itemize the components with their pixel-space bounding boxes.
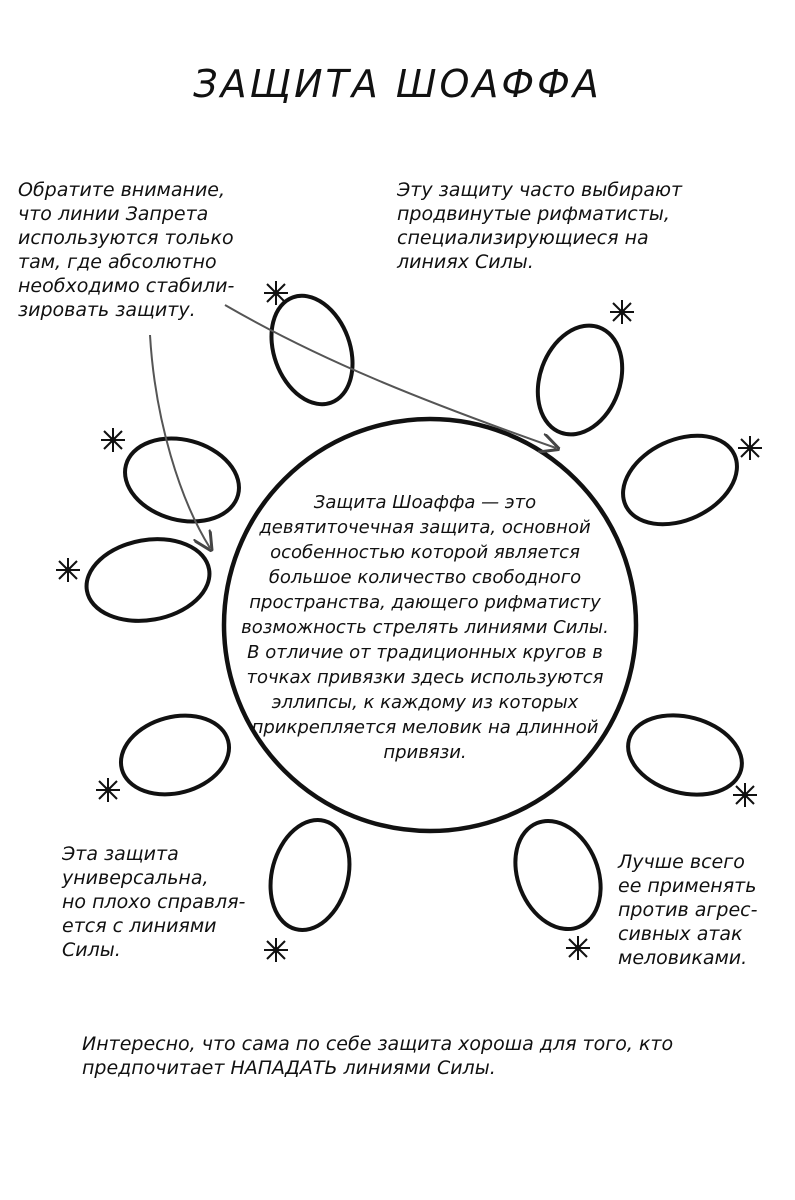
note-line: против агрес- [618,899,758,921]
note-line: Защита Шоаффа — это [313,492,537,513]
note-line: меловиками. [618,947,748,969]
note-line: там, где абсолютно [18,251,217,273]
ellipse-binding-point [123,436,241,524]
star-burst-icon [100,427,126,453]
note-line: ется с линиями [62,915,217,937]
star-burst-icon [565,935,591,961]
ellipse-binding-point [269,293,355,407]
ellipse-binding-point [268,818,352,932]
main-circle [221,416,639,834]
note-line: пространства, дающего рифматисту [249,592,601,613]
note-line: продвинутые рифматисты, [397,203,670,225]
note-line: ее применять [618,875,757,897]
ellipse-binding-point [84,537,212,623]
note-line: Эта защита [62,843,179,865]
arrow-to-ellipse [149,334,210,548]
note-top-right: Эту защиту часто выбирают продвинутые ри… [397,178,682,274]
note-line: девятиточечная защита, основной [259,517,591,538]
note-line: специализирующиеся на [397,227,649,249]
ellipse-binding-point [621,433,739,527]
note-top-left: Обратите внимание, что линии Запрета исп… [18,178,234,322]
note-line: необходимо стабили- [18,275,235,297]
note-line: используются только [18,227,234,249]
ellipse-binding-point [513,818,603,932]
note-center: Защита Шоаффа — это девятиточечная защит… [225,490,625,765]
note-line: зировать защиту. [18,299,196,321]
note-line: сивных атак [618,923,743,945]
star-burst-icon [609,299,635,325]
note-line: Интересно, что сама по себе защита хорош… [82,1033,674,1055]
star-burst-icon [55,557,81,583]
page-title: ЗАЩИТА ШОАФФА [193,62,602,106]
note-line: Обратите внимание, [18,179,226,201]
ellipse-binding-point [626,713,744,797]
note-line: эллипсы, к каждому из которых [271,692,579,713]
note-line: В отличие от традиционных кругов в [247,642,603,663]
star-burst-icon [263,280,289,306]
ellipse-binding-point [118,713,232,797]
arrow-to-circle [224,304,556,448]
note-bottom-right: Лучше всего ее применять против агрес- с… [618,850,757,970]
note-line: Силы. [62,939,121,961]
note-line: предпочитает НАПАДАТЬ линиями Силы. [82,1057,496,1079]
note-bottom-left: Эта защита универсальна, но плохо справл… [62,842,245,962]
note-line: большое количество свободного [268,567,582,588]
note-line: точках привязки здесь используются [246,667,604,688]
note-line: привязи. [383,742,467,763]
ellipse-binding-point [535,323,625,437]
note-line: Эту защиту часто выбирают [397,179,683,201]
note-line: линиях Силы. [397,251,534,273]
star-burst-icon [732,782,758,808]
note-line: прикрепляется меловик на длинной [251,717,599,738]
note-line: но плохо справля- [62,891,246,913]
star-burst-icon [737,435,763,461]
star-burst-icon [95,777,121,803]
star-burst-icon [263,937,289,963]
note-bottom: Интересно, что сама по себе защита хорош… [82,1032,673,1080]
note-line: возможность стрелять линиями Силы. [241,617,609,638]
note-line: универсальна, [62,867,209,889]
note-line: особенностью которой является [270,542,580,563]
note-line: Лучше всего [618,851,745,873]
note-line: что линии Запрета [18,203,209,225]
